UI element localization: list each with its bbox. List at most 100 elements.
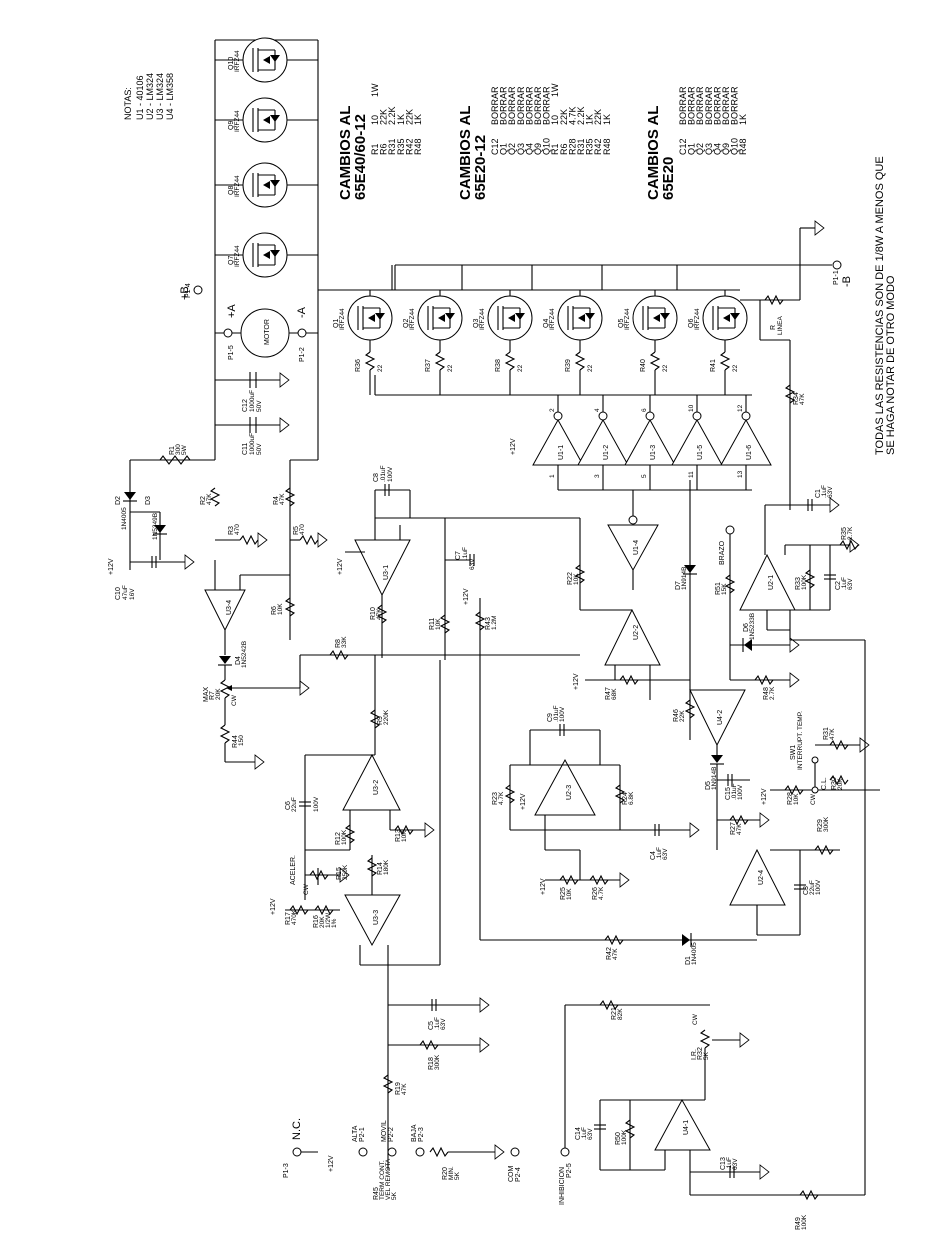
resistor-r43: +12V R43 1.2M (463, 588, 498, 940)
mosfet-part: IRFZ44 (234, 110, 241, 132)
svg-text:D3: D3 (145, 496, 152, 505)
svg-text:100V: 100V (737, 784, 744, 800)
svg-text:180K: 180K (383, 859, 390, 875)
capacitor-c11: C11 1000uF 50V (242, 417, 263, 455)
svg-text:D2: D2 (115, 496, 122, 505)
resistor-r6: R6 10K (271, 597, 296, 617)
ground-symbols (184, 220, 870, 1180)
capacitor-c6: C6 22uF 100V (285, 796, 320, 812)
inverter-pin: 13 (737, 470, 744, 478)
svg-text:1N914B: 1N914B (711, 767, 718, 791)
ground-icon (849, 537, 860, 553)
gate-resistor-ref: R39 (565, 359, 572, 372)
svg-text:+12V: +12V (540, 878, 547, 895)
ground-icon (814, 220, 825, 236)
change-value: 22K (379, 109, 389, 125)
change-ref: R48 (413, 138, 423, 155)
change-ref: Q3 (516, 143, 526, 155)
change-extra: 1W (370, 83, 380, 97)
svg-text:N.C.: N.C. (291, 1118, 303, 1140)
changes-subtitle: 65E20 (660, 157, 677, 200)
svg-text:300: 300 (175, 444, 182, 455)
mosfet-ref: Q8 (228, 186, 235, 195)
svg-text:ALTA: ALTA (352, 1125, 359, 1142)
svg-text:R43: R43 (485, 617, 492, 630)
svg-text:R23: R23 (492, 792, 499, 805)
resistor-line: R LINEA (759, 294, 790, 341)
svg-text:50V: 50V (256, 400, 263, 412)
svg-text:10K: 10K (566, 888, 573, 900)
resistor-r51: BRAZO R51 15K (715, 525, 736, 680)
mosfet-part: IRFZ44 (624, 308, 631, 330)
svg-text:+12V: +12V (761, 788, 768, 805)
svg-text:R1: R1 (169, 446, 176, 455)
svg-text:SE HAGA NOTAR DE OTRO MODO: SE HAGA NOTAR DE OTRO MODO (885, 275, 897, 455)
svg-text:220K: 220K (383, 709, 390, 725)
change-extra: 1W (550, 83, 560, 97)
mosfet-ref: Q4 (543, 319, 550, 328)
change-ref: R42 (593, 138, 603, 155)
capacitor-c12: C12 1000uF 50V (242, 372, 263, 412)
mosfet-ref: Q9 (228, 121, 235, 130)
svg-text:D7: D7 (675, 581, 682, 590)
opamp-u2-4: U2-4 (729, 848, 786, 935)
change-ref: Q10 (730, 138, 740, 155)
inverter-ref: U1-3 (650, 445, 657, 460)
svg-text:ACELER.: ACELER. (290, 855, 297, 885)
change-ref: Q3 (704, 143, 714, 155)
gate-resistor-ref: R37 (425, 359, 432, 372)
changes-table: CAMBIOS AL65E20C12BORRARQ1BORRARQ2BORRAR… (645, 86, 748, 200)
svg-text:C13: C13 (720, 1157, 727, 1170)
resistor-r33: R33 100K (790, 545, 830, 611)
svg-text:INTERRUPT. TEMP.: INTERRUPT. TEMP. (797, 711, 804, 770)
mosfet-part: IRFZ44 (549, 308, 556, 330)
resistor-r50: R50 100K (615, 1100, 636, 1170)
svg-text:MOVIL: MOVIL (381, 1120, 388, 1142)
svg-text:470K: 470K (291, 909, 298, 925)
svg-text:P2-5: P2-5 (566, 1163, 573, 1178)
capacitor-c1: C1 .1uF 63V (764, 485, 834, 555)
changes-title: CAMBIOS AL (645, 106, 662, 200)
mosfet-part: IRFZ44 (234, 175, 241, 197)
ground-icon (859, 737, 870, 753)
svg-text:P2-1: P2-1 (359, 1127, 366, 1142)
svg-text:R8: R8 (335, 639, 342, 648)
svg-text:+A: +A (226, 304, 238, 318)
svg-text:R5: R5 (293, 526, 300, 535)
svg-text:C11: C11 (242, 443, 249, 455)
svg-text:TERM CONT.: TERM CONT. (379, 1160, 386, 1200)
ground-icon (279, 417, 290, 433)
svg-text:150: 150 (238, 735, 245, 746)
svg-text:63V: 63V (662, 848, 669, 860)
ground-icon (739, 1032, 750, 1048)
svg-text:U4-1: U4-1 (683, 1120, 690, 1135)
svg-text:CW: CW (303, 883, 310, 895)
change-value: 1K (602, 114, 612, 125)
gate-resistor-value: 22 (447, 364, 454, 372)
svg-text:C5: C5 (428, 1021, 435, 1030)
ground-icon (317, 532, 328, 548)
ground-icon (789, 672, 800, 688)
change-value: BORRAR (533, 86, 543, 125)
svg-text:50V: 50V (256, 443, 263, 455)
gate-resistor-value: 22 (662, 364, 669, 372)
resistor-r35: R35 2.7K (839, 526, 859, 551)
svg-text:+12V: +12V (573, 673, 580, 690)
change-value: 1K (585, 114, 595, 125)
opamp-u3-4: U3-4 (204, 560, 290, 655)
change-value: BORRAR (695, 86, 705, 125)
svg-text:10K: 10K (573, 573, 580, 585)
supply-label: +12V (510, 438, 517, 455)
svg-text:20K: 20K (215, 688, 222, 700)
inverter: U1-121 (532, 395, 584, 490)
svg-text:U3-3: U3-3 (373, 910, 380, 925)
svg-text:U3-2: U3-2 (373, 780, 380, 795)
svg-text:R26: R26 (592, 887, 599, 900)
change-value: BORRAR (507, 86, 517, 125)
resistor-r24: R24 6.8K (614, 784, 635, 805)
svg-text:10K: 10K (435, 618, 442, 630)
svg-text:1N4005: 1N4005 (121, 507, 128, 530)
